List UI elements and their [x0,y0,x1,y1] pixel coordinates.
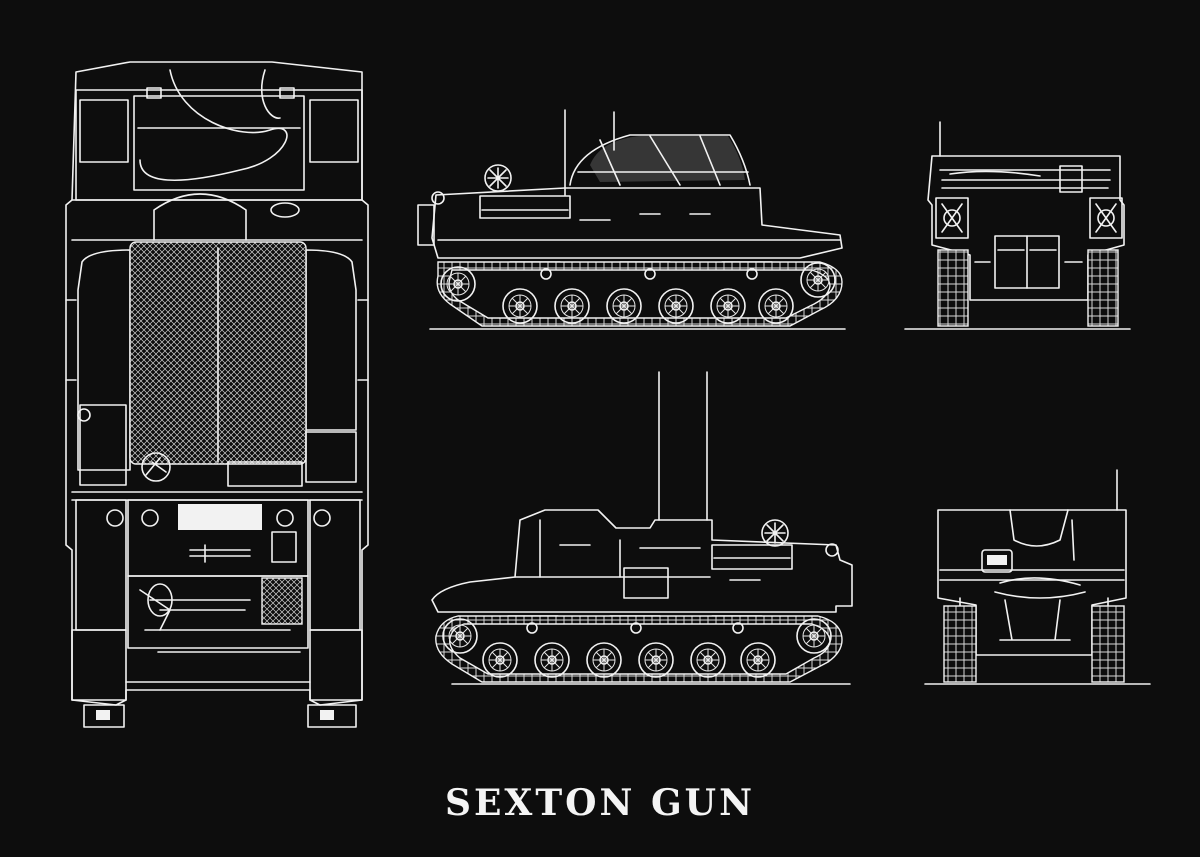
poster-title: SEXTON GUN [444,782,755,824]
rear-view [904,121,1131,330]
front-view [924,469,1151,685]
side-view-left [431,371,853,685]
side-view-right [417,109,846,330]
top-view [65,61,369,728]
